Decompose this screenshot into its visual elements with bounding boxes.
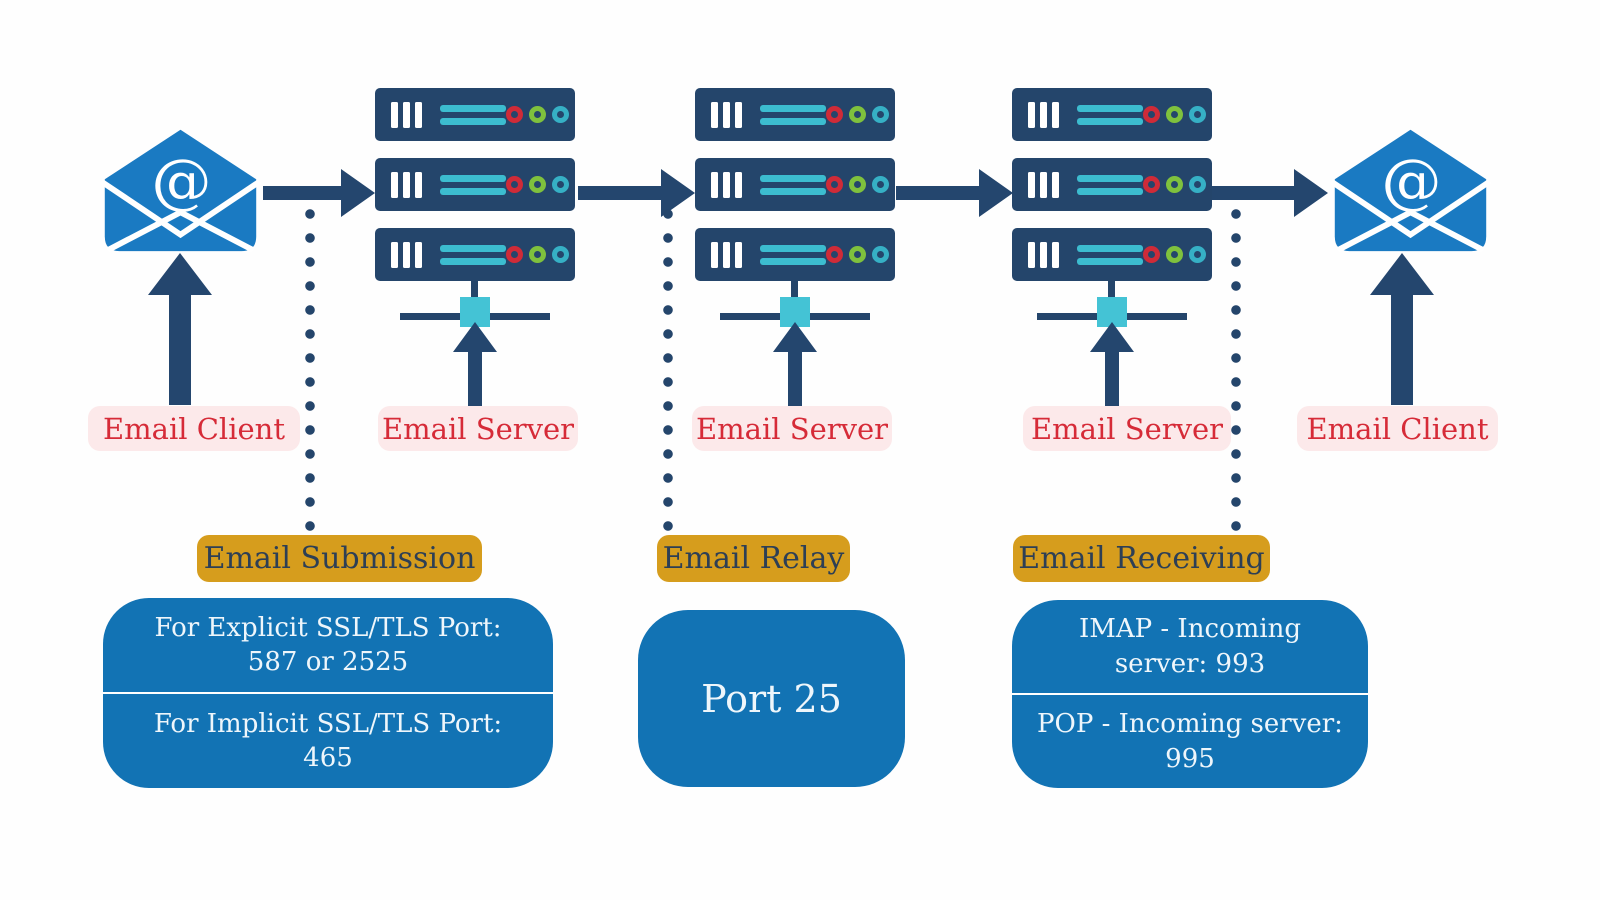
server-rack-unit xyxy=(1012,228,1212,281)
rack-slots-icon xyxy=(440,244,506,265)
upward-arrow-client-right xyxy=(1370,253,1434,405)
label-text: Email Client xyxy=(1306,411,1489,446)
rack-led-lights-icon xyxy=(1143,106,1206,123)
upward-arrow-server xyxy=(773,322,817,406)
rack-led-lights-icon xyxy=(506,246,569,263)
at-symbol: @ xyxy=(151,147,211,217)
stage-label-text: Email Receiving xyxy=(1018,541,1265,576)
rack-slots-icon xyxy=(440,174,506,195)
upward-arrow-client-left xyxy=(148,253,212,405)
server-rack-unit xyxy=(695,158,895,211)
rack-led-lights-icon xyxy=(1143,246,1206,263)
flow-arrow-server2-to-server3 xyxy=(896,169,1013,217)
label-email-client-right: Email Client xyxy=(1297,406,1498,451)
port-box-bottom-section: POP - Incoming server: 995 xyxy=(1012,693,1368,788)
port-box-relay: Port 25 xyxy=(638,610,905,787)
stage-label-email-relay: Email Relay xyxy=(657,535,850,582)
rack-slots-icon xyxy=(1077,174,1143,195)
port-box-top-section: For Explicit SSL/TLS Port: 587 or 2525 xyxy=(103,598,553,692)
rack-vents-icon xyxy=(711,241,742,268)
server-stack-3 xyxy=(1012,88,1212,408)
rack-slots-icon xyxy=(760,244,826,265)
rack-vents-icon xyxy=(391,171,422,198)
rack-led-lights-icon xyxy=(506,176,569,193)
server-rack-unit xyxy=(695,88,895,141)
stage-label-text: Email Relay xyxy=(662,541,845,576)
upward-arrow-server xyxy=(453,322,497,406)
rack-led-lights-icon xyxy=(826,176,889,193)
server-rack-unit xyxy=(695,228,895,281)
email-envelope-icon: @ xyxy=(1328,125,1493,253)
rack-vents-icon xyxy=(1028,241,1059,268)
rack-vents-icon xyxy=(1028,171,1059,198)
server-rack-unit xyxy=(1012,158,1212,211)
rack-slots-icon xyxy=(1077,244,1143,265)
rack-vents-icon xyxy=(391,241,422,268)
upward-arrow-server xyxy=(1090,322,1134,406)
label-email-server-1: Email Server xyxy=(378,406,578,451)
server-rack-unit xyxy=(1012,88,1212,141)
rack-slots-icon xyxy=(440,104,506,125)
flow-arrow-server1-to-server2 xyxy=(578,169,695,217)
label-email-server-2: Email Server xyxy=(692,406,892,451)
flow-arrow-client-to-server1 xyxy=(263,169,375,217)
email-envelope-icon: @ xyxy=(98,125,263,253)
stage-label-text: Email Submission xyxy=(203,541,476,576)
port-line: For Explicit SSL/TLS Port: xyxy=(154,612,502,643)
stage-label-email-submission: Email Submission xyxy=(197,535,482,582)
rack-vents-icon xyxy=(1028,101,1059,128)
port-line: server: 993 xyxy=(1114,648,1266,679)
label-text: Email Server xyxy=(381,411,575,446)
dotted-line-relay xyxy=(662,202,674,536)
port-line: 465 xyxy=(303,743,353,773)
port-line: IMAP - Incoming xyxy=(1078,614,1302,645)
stage-label-email-receiving: Email Receiving xyxy=(1013,535,1270,582)
server-stack-2 xyxy=(695,88,895,408)
label-text: Email Server xyxy=(695,411,889,446)
port-box-bottom-section: For Implicit SSL/TLS Port: 465 xyxy=(103,692,553,788)
label-text: Email Client xyxy=(103,411,285,446)
port-line: Port 25 xyxy=(701,676,842,721)
label-email-client-left: Email Client xyxy=(88,406,300,451)
port-box-top-section: IMAP - Incoming server: 993 xyxy=(1012,600,1368,693)
at-symbol: @ xyxy=(1381,147,1441,217)
rack-vents-icon xyxy=(391,101,422,128)
dotted-line-receiving xyxy=(1230,202,1242,536)
port-line: 995 xyxy=(1165,743,1215,774)
port-box-submission: For Explicit SSL/TLS Port: 587 or 2525 F… xyxy=(103,598,553,788)
rack-led-lights-icon xyxy=(826,106,889,123)
port-line: For Implicit SSL/TLS Port: xyxy=(153,708,503,739)
port-box-receiving: IMAP - Incoming server: 993 POP - Incomi… xyxy=(1012,600,1368,788)
rack-slots-icon xyxy=(1077,104,1143,125)
rack-slots-icon xyxy=(760,104,826,125)
rack-led-lights-icon xyxy=(1143,176,1206,193)
server-rack-unit xyxy=(375,228,575,281)
label-email-server-3: Email Server xyxy=(1023,406,1231,451)
server-rack-unit xyxy=(375,158,575,211)
port-line: POP - Incoming server: xyxy=(1037,709,1343,740)
label-text: Email Server xyxy=(1030,411,1224,446)
port-line: 587 or 2525 xyxy=(247,647,409,677)
rack-vents-icon xyxy=(711,101,742,128)
rack-led-lights-icon xyxy=(506,106,569,123)
server-rack-unit xyxy=(375,88,575,141)
server-stack-1 xyxy=(375,88,575,408)
rack-led-lights-icon xyxy=(826,246,889,263)
rack-vents-icon xyxy=(711,171,742,198)
rack-slots-icon xyxy=(760,174,826,195)
dotted-line-submission xyxy=(304,202,316,536)
flow-arrow-server3-to-client xyxy=(1212,169,1328,217)
